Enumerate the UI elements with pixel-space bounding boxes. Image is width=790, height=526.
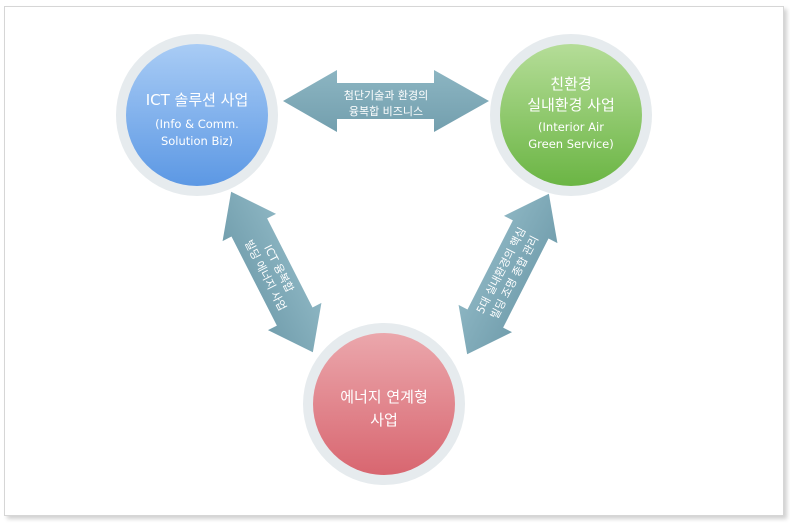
ict-title: ICT 솔루션 사업 [146, 91, 249, 109]
top-arrow-label-line2: 융복합 비즈니스 [349, 105, 423, 118]
green-interior-node: 친환경 실내환경 사업 (Interior Air Green Service) [490, 34, 652, 196]
green-title-line2: 실내환경 사업 [527, 96, 615, 114]
right-double-arrow [458, 193, 558, 355]
ict-solution-node: ICT 솔루션 사업 (Info & Comm. Solution Biz) [116, 34, 278, 196]
green-title-line1: 친환경 [550, 75, 591, 93]
energy-linked-node: 에너지 연계형 사업 [303, 323, 465, 485]
energy-title-line1: 에너지 연계형 [340, 388, 428, 406]
ict-sub1: (Info & Comm. [155, 117, 239, 131]
green-sub2: Green Service) [528, 137, 613, 151]
top-arrow-label-line1: 첨단기술과 환경의 [344, 89, 428, 102]
energy-title-line2: 사업 [370, 411, 398, 429]
green-sub1: (Interior Air [538, 120, 604, 134]
ict-sub2: Solution Biz) [161, 134, 233, 148]
top-double-arrow [283, 70, 489, 132]
left-double-arrow [222, 191, 322, 353]
